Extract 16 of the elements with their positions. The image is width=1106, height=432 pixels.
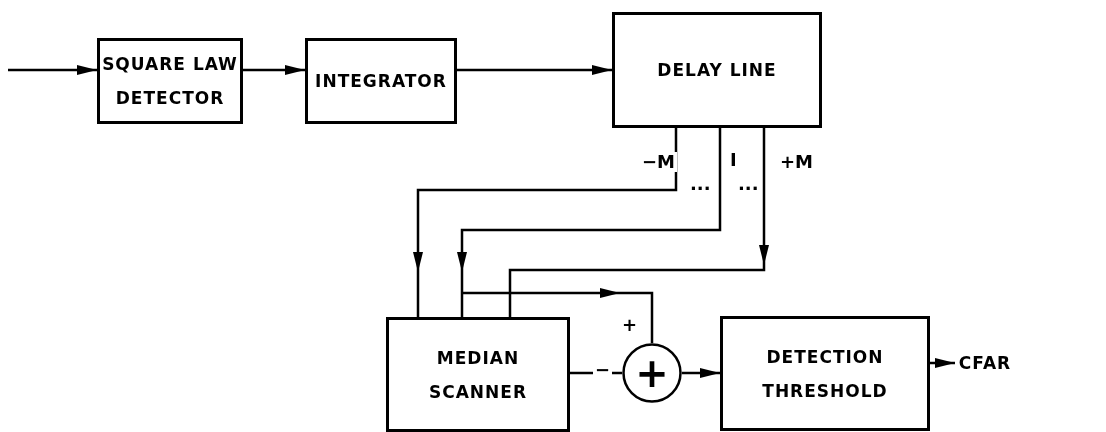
ellipsis-label: ... [737, 174, 760, 194]
process-box [612, 12, 822, 128]
node-text: DELAY LINE [657, 59, 777, 82]
summing-junction [622, 343, 682, 403]
edge-label: −M [640, 152, 677, 172]
node-text: INTEGRATOR [315, 70, 447, 93]
node-text: MEDIAN SCANNER [427, 346, 528, 404]
plus-sign: + [635, 353, 669, 393]
process-box [720, 316, 930, 431]
node-text: CFAR [958, 352, 1012, 375]
process-box [97, 38, 243, 124]
node-text: SQUARE LAW DETECTOR [101, 53, 239, 110]
process-box [386, 317, 570, 432]
node-text: DETECTION THRESHOLD [761, 345, 889, 403]
process-box [305, 38, 457, 124]
ellipsis-label: ... [689, 174, 712, 194]
